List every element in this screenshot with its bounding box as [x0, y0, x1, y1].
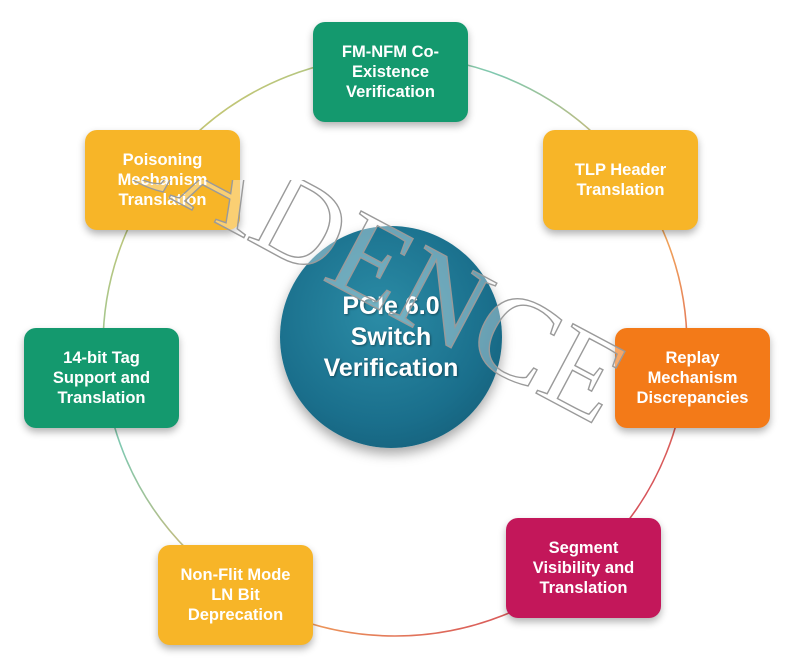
- node-14-bit-tag: 14-bit Tag Support and Translation: [24, 328, 179, 428]
- node-tlp-header-translation: TLP Header Translation: [543, 130, 698, 230]
- node-label: Non-Flit Mode LN Bit Deprecation: [180, 566, 291, 624]
- center-hub: PCIe 6.0 Switch Verification: [280, 226, 502, 448]
- node-fm-nfm-coexistence: FM-NFM Co- Existence Verification: [313, 22, 468, 122]
- node-poisoning-mechanism: Poisoning Mechanism Translation: [85, 130, 240, 230]
- node-replay-mechanism: Replay Mechanism Discrepancies: [615, 328, 770, 428]
- node-label: 14-bit Tag Support and Translation: [52, 349, 151, 407]
- node-label: Replay Mechanism Discrepancies: [636, 349, 749, 407]
- node-segment-visibility: Segment Visibility and Translation: [506, 518, 661, 618]
- node-label: TLP Header Translation: [574, 161, 667, 199]
- node-non-flit-mode: Non-Flit Mode LN Bit Deprecation: [158, 545, 313, 645]
- node-label: Poisoning Mechanism Translation: [117, 151, 208, 209]
- node-label: Segment Visibility and Translation: [532, 539, 635, 597]
- center-label: PCIe 6.0 Switch Verification: [323, 291, 459, 382]
- node-label: FM-NFM Co- Existence Verification: [341, 43, 440, 101]
